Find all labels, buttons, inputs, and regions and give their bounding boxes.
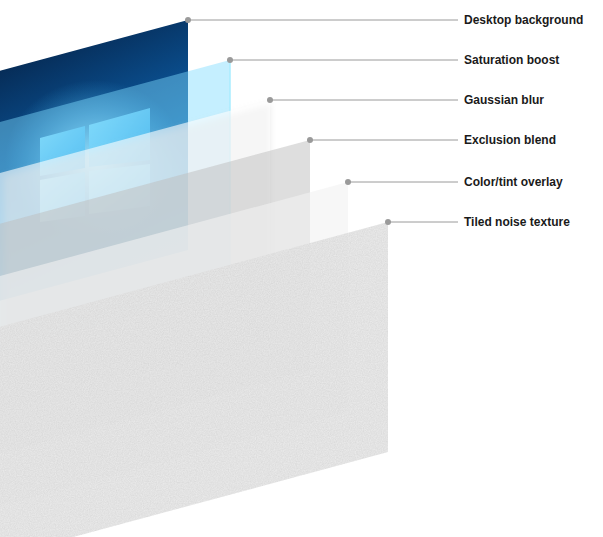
- leader-line: [348, 182, 458, 183]
- leader-dot: [227, 57, 233, 63]
- leader-dots: [185, 17, 391, 225]
- leader-dot: [307, 137, 313, 143]
- layer-label: Desktop background: [462, 13, 585, 27]
- noise-layer: [0, 222, 388, 537]
- leader-lines: [188, 20, 458, 222]
- layer-label: Tiled noise texture: [462, 215, 572, 229]
- leader-line: [388, 222, 458, 223]
- leader-line: [310, 140, 458, 141]
- leader-dot: [345, 179, 351, 185]
- layer-label: Gaussian blur: [462, 93, 546, 107]
- leader-line: [230, 60, 458, 61]
- leader-dot: [267, 97, 273, 103]
- leader-line: [270, 100, 458, 101]
- leader-line: [188, 20, 458, 21]
- layer-label: Color/tint overlay: [462, 175, 565, 189]
- layer-label: Exclusion blend: [462, 133, 558, 147]
- layer-label: Saturation boost: [462, 53, 561, 67]
- leader-dot: [185, 17, 191, 23]
- leader-dot: [385, 219, 391, 225]
